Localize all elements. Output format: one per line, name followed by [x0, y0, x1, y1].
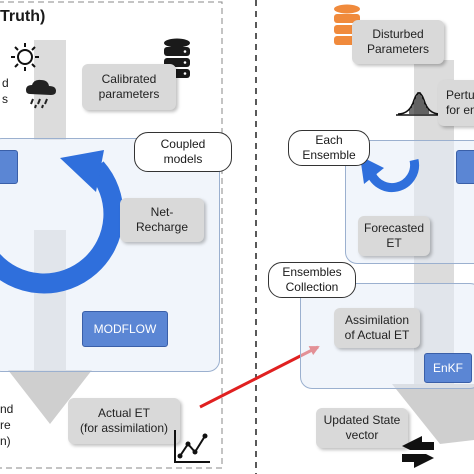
each-ensemble-label: Each Ensemble [288, 130, 370, 166]
left-flow-arrow-head [8, 370, 92, 424]
rain-cloud-icon [26, 79, 56, 109]
assimilation-box: Assimilation of Actual ET [334, 308, 420, 348]
clipped-blue-box-right [456, 150, 474, 184]
coupled-models-label: Coupled models [134, 132, 232, 172]
sun-icon [11, 43, 39, 71]
enkf-box: EnKF [424, 353, 472, 383]
disturbed-parameters-box: Disturbed Parameters [352, 20, 444, 64]
net-recharge-box: Net- Recharge [120, 198, 204, 242]
updated-state-vector-box: Updated State vector [316, 408, 408, 448]
line-chart-icon [174, 430, 210, 463]
perturbation-box: Pertu for en [438, 80, 474, 126]
ensembles-collection-label: Ensembles Collection [268, 262, 356, 298]
clipped-blue-box [0, 150, 18, 184]
left-panel-frame [0, 1, 223, 469]
clipped-label-top-1: d [2, 76, 9, 90]
modflow-box: MODFLOW [82, 311, 168, 347]
clipped-label-bottom-3: n) [0, 434, 11, 448]
left-title-fragment: Truth) [0, 8, 46, 25]
exchange-icon [402, 436, 434, 468]
forecasted-et-box: Forecasted ET [358, 216, 430, 256]
right-flow-arrow-head [392, 384, 474, 444]
calibrated-parameters-box: Calibrated parameters [82, 64, 176, 110]
clipped-label-bottom-2: re [0, 418, 11, 432]
red-assimilation-arrow [199, 345, 320, 409]
clipped-label-bottom-1: nd [0, 402, 14, 416]
bell-curve-icon [396, 92, 442, 116]
actual-et-box: Actual ET (for assimilation) [68, 398, 180, 444]
clipped-label-top-2: s [2, 92, 8, 106]
